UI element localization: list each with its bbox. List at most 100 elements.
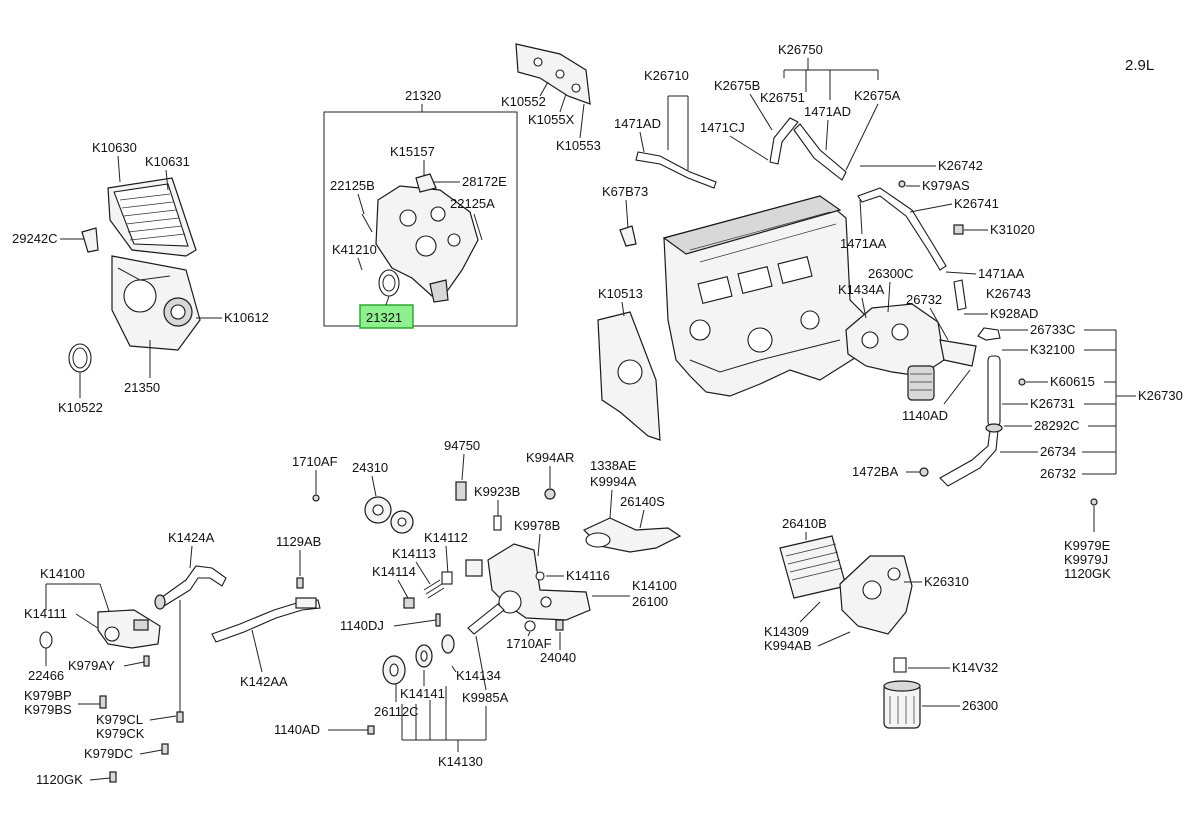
label-94750[interactable]: 94750: [444, 438, 480, 453]
label-k1055x[interactable]: K1055X: [528, 112, 575, 127]
label-k10630[interactable]: K10630: [92, 140, 137, 155]
label-k979bs[interactable]: K979BS: [24, 702, 72, 717]
label-21350[interactable]: 21350: [124, 380, 160, 395]
label-k9994a[interactable]: K9994A: [590, 474, 637, 489]
label-k9923b[interactable]: K9923B: [474, 484, 520, 499]
label-26732-b[interactable]: 26732: [1040, 466, 1076, 481]
label-k9978b[interactable]: K9978B: [514, 518, 560, 533]
label-26734[interactable]: 26734: [1040, 444, 1076, 459]
relief-valve-parts-illustration: [403, 559, 483, 609]
label-k14113[interactable]: K14113: [392, 546, 436, 561]
label-k979as[interactable]: K979AS: [922, 178, 970, 193]
label-k1434a[interactable]: K1434A: [838, 282, 885, 297]
label-k14141[interactable]: K14141: [400, 686, 445, 701]
label-k26751[interactable]: K26751: [760, 90, 805, 105]
label-k26742[interactable]: K26742: [938, 158, 983, 173]
label-k994ab[interactable]: K994AB: [764, 638, 812, 653]
label-k67b73[interactable]: K67B73: [602, 184, 648, 199]
label-1338ae[interactable]: 1338AE: [590, 458, 637, 473]
label-k26730[interactable]: K26730: [1138, 388, 1183, 403]
label-k31020[interactable]: K31020: [990, 222, 1035, 237]
label-k14114[interactable]: K14114: [372, 564, 416, 579]
label-22466[interactable]: 22466: [28, 668, 64, 683]
bolt-1140dj: [435, 613, 441, 627]
label-k14130[interactable]: K14130: [438, 754, 483, 769]
plug-1710af: [524, 620, 536, 632]
label-26732-a[interactable]: 26732: [906, 292, 942, 307]
label-k979cl[interactable]: K979CL: [96, 712, 143, 727]
label-22125a[interactable]: 22125A: [450, 196, 495, 211]
label-26733c[interactable]: 26733C: [1030, 322, 1076, 337]
label-k10552[interactable]: K10552: [501, 94, 546, 109]
label-26410b[interactable]: 26410B: [782, 516, 827, 531]
label-1120gk-b[interactable]: 1120GK: [1064, 566, 1111, 581]
group-21320-box: [323, 111, 518, 327]
label-k26731[interactable]: K26731: [1030, 396, 1075, 411]
label-24040[interactable]: 24040: [540, 650, 576, 665]
label-k26743[interactable]: K26743: [986, 286, 1031, 301]
label-1471ad-b[interactable]: 1471AD: [804, 104, 851, 119]
label-26140s[interactable]: 26140S: [620, 494, 665, 509]
label-k14116[interactable]: K14116: [566, 568, 610, 583]
label-k979ay[interactable]: K979AY: [68, 658, 115, 673]
label-1140ad-a[interactable]: 1140AD: [902, 408, 948, 423]
label-k14100-b[interactable]: K14100: [632, 578, 677, 593]
label-26300[interactable]: 26300: [962, 698, 998, 713]
label-21321-highlighted[interactable]: 21321: [366, 310, 402, 325]
label-k10612[interactable]: K10612: [224, 310, 269, 325]
label-k32100[interactable]: K32100: [1030, 342, 1075, 357]
label-k10513[interactable]: K10513: [598, 286, 643, 301]
bolt-k979dc: [161, 743, 169, 755]
label-k979ck[interactable]: K979CK: [96, 726, 145, 741]
label-k10553[interactable]: K10553: [556, 138, 601, 153]
label-k9985a[interactable]: K9985A: [462, 690, 509, 705]
label-1129ab[interactable]: 1129AB: [276, 534, 321, 549]
label-1471ad-a[interactable]: 1471AD: [614, 116, 661, 131]
label-k1424a[interactable]: K1424A: [168, 530, 215, 545]
label-k10522[interactable]: K10522: [58, 400, 103, 415]
label-k142aa[interactable]: K142AA: [240, 674, 288, 689]
balance-shaft-housing-k14100-illustration: [487, 543, 591, 621]
label-1472ba[interactable]: 1472BA: [852, 464, 899, 479]
label-k26741[interactable]: K26741: [954, 196, 999, 211]
label-k979dc[interactable]: K979DC: [84, 746, 133, 761]
label-1710af-a[interactable]: 1710AF: [292, 454, 338, 469]
label-k14112[interactable]: K14112: [424, 530, 468, 545]
label-k10631[interactable]: K10631: [145, 154, 190, 169]
label-22125b[interactable]: 22125B: [330, 178, 375, 193]
label-k26710[interactable]: K26710: [644, 68, 689, 83]
label-1471cj[interactable]: 1471CJ: [700, 120, 745, 135]
label-26100[interactable]: 26100: [632, 594, 668, 609]
label-26112c[interactable]: 26112C: [374, 704, 419, 719]
label-k14100-a[interactable]: K14100: [40, 566, 85, 581]
label-k2675b[interactable]: K2675B: [714, 78, 760, 93]
label-k14134[interactable]: K14134: [456, 668, 501, 683]
label-1120gk-a[interactable]: 1120GK: [36, 772, 83, 787]
balance-shaft-gears-illustration: [382, 634, 455, 685]
label-k9979j[interactable]: K9979J: [1064, 552, 1108, 567]
label-k14111[interactable]: K14111: [24, 606, 67, 621]
label-26300c[interactable]: 26300C: [868, 266, 914, 281]
label-k26750[interactable]: K26750: [778, 42, 823, 57]
label-k9979e[interactable]: K9979E: [1064, 538, 1111, 553]
label-21320[interactable]: 21320: [405, 88, 441, 103]
label-k60615[interactable]: K60615: [1050, 374, 1095, 389]
label-1140dj[interactable]: 1140DJ: [340, 618, 384, 633]
label-28172e[interactable]: 28172E: [462, 174, 507, 189]
label-k14v32[interactable]: K14V32: [952, 660, 998, 675]
label-1710af-b[interactable]: 1710AF: [506, 636, 552, 651]
label-1471aa-a[interactable]: 1471AA: [840, 236, 887, 251]
label-24310[interactable]: 24310: [352, 460, 388, 475]
label-k2675a[interactable]: K2675A: [854, 88, 901, 103]
label-k994ar[interactable]: K994AR: [526, 450, 574, 465]
label-k928ad[interactable]: K928AD: [990, 306, 1038, 321]
label-1471aa-b[interactable]: 1471AA: [978, 266, 1025, 281]
label-k14309[interactable]: K14309: [764, 624, 809, 639]
label-k15157[interactable]: K15157: [390, 144, 435, 159]
label-28292c[interactable]: 28292C: [1034, 418, 1080, 433]
label-k26310[interactable]: K26310: [924, 574, 969, 589]
label-k979bp[interactable]: K979BP: [24, 688, 72, 703]
label-29242c[interactable]: 29242C: [12, 231, 58, 246]
label-1140ad-b[interactable]: 1140AD: [274, 722, 320, 737]
label-k41210[interactable]: K41210: [332, 242, 377, 257]
